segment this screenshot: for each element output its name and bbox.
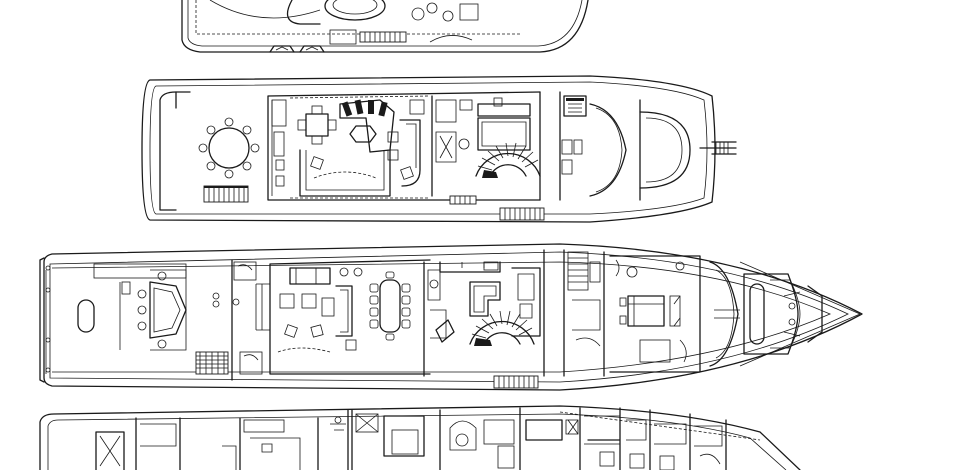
bridge-deck-hull-outline [141,75,716,223]
guest-cabin-1 [383,415,425,457]
sky-lounge-sideboard [271,99,287,127]
main-deck-plan [39,243,863,391]
guest-cabin-2 [525,419,563,441]
main-spiral-stair [469,310,535,346]
sun-lounge [286,0,321,25]
game-table [305,113,329,137]
sun-deck-hull-outline [181,0,589,53]
lower-stair-box [355,413,379,433]
dining-table [379,279,401,333]
pantry-counter [435,99,457,123]
tender-2 [299,45,325,53]
helm-console [589,103,627,197]
tender-1 [269,45,295,53]
bridge-aft-stair [203,185,249,203]
main-deck-hull-outline [43,243,863,391]
bridge-bow-rail [699,141,737,155]
crew-stair [567,251,589,291]
bridge-side-stair [499,207,545,221]
main-side-stair [493,375,539,389]
master-bed [627,295,665,327]
lower-deck-plan [39,405,801,470]
bridge-spiral-stair [475,142,541,178]
bow-cushion [749,283,765,345]
bridge-deck-plan [141,75,737,223]
wheelhouse-stair-box [563,95,587,117]
foredeck-arc [709,261,739,367]
jacuzzi [324,0,386,21]
aft-deck-table [149,281,187,339]
engine-room-block [243,419,285,433]
salon-sofa-side [335,285,353,337]
sky-lounge-sofa [299,149,391,197]
foredeck-arch [639,111,691,189]
sun-deck-stair [359,31,407,43]
sun-deck-plan [181,0,589,53]
aft-round-table [208,127,250,169]
aft-hatch [77,299,95,333]
salon-sofa-top [289,267,331,285]
main-salon-wall [269,259,431,375]
